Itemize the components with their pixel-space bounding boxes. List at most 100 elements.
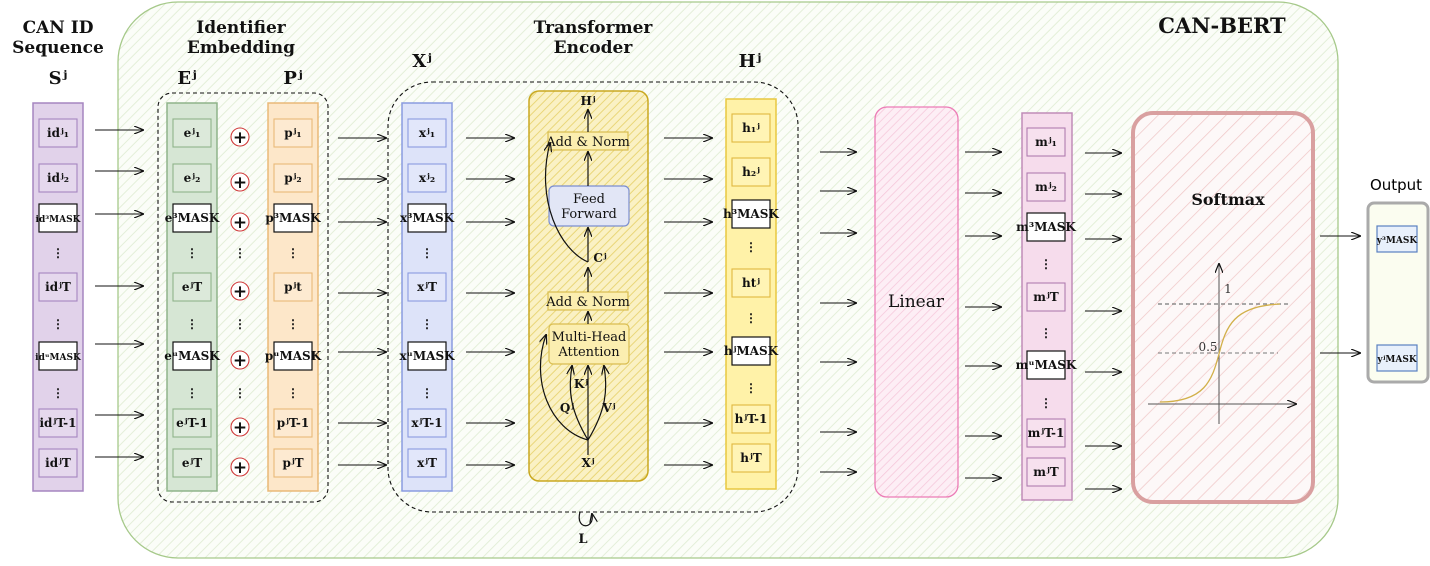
e-ellipsis: ⋮ xyxy=(186,317,198,331)
m-cell-label: mʲT xyxy=(1033,290,1058,304)
ids-cell-label: idʲT xyxy=(45,280,71,294)
h-cell-label: h₂ʲ xyxy=(742,165,760,179)
linear-block xyxy=(874,106,959,498)
ids-cell-label: idᵘMASK xyxy=(35,353,82,363)
ids-cell-label: idʲT xyxy=(45,456,71,470)
tick-half: 0.5 xyxy=(1198,340,1217,354)
arrows-layer xyxy=(95,130,1360,489)
h-ellipsis: ⋮ xyxy=(745,240,757,254)
e-cell-label: eʲT xyxy=(182,280,202,294)
x-cell-label: xᵘMASK xyxy=(399,349,455,363)
encoder-l: L xyxy=(578,532,587,547)
embedding-group xyxy=(157,92,329,503)
plus-icon xyxy=(230,350,250,370)
h-ellipsis: ⋮ xyxy=(745,311,757,325)
e-cell xyxy=(172,448,212,478)
encoder-k: Kʲ xyxy=(574,377,588,391)
m-cell-label: m³MASK xyxy=(1016,220,1076,234)
m-ellipsis: ⋮ xyxy=(1040,326,1052,340)
m-ellipsis: ⋮ xyxy=(1040,257,1052,271)
p-ellipsis: ⋮ xyxy=(287,317,299,331)
plus-icon xyxy=(230,212,250,232)
h-cell xyxy=(731,199,771,229)
h-cell xyxy=(731,336,771,366)
x-ellipsis: ⋮ xyxy=(421,386,433,400)
e-cell-label: eʲT xyxy=(182,456,202,470)
plus-icon xyxy=(230,417,250,437)
e-ellipsis: ⋮ xyxy=(186,386,198,400)
e-cell xyxy=(172,272,212,302)
encoder-h-out: Hʲ xyxy=(580,94,595,108)
ids-cell xyxy=(38,272,78,302)
softmax-title: Softmax xyxy=(1191,190,1265,209)
h-cell-label: hʲMASK xyxy=(724,344,779,358)
h-cell xyxy=(731,404,771,434)
plus-icon xyxy=(230,172,250,192)
h-ellipsis: ⋮ xyxy=(745,381,757,395)
x-cell xyxy=(407,163,447,193)
y-cell-label: y³MASK xyxy=(1376,236,1419,246)
ids-cell xyxy=(38,408,78,438)
x-cell xyxy=(407,408,447,438)
m-cell-label: mᵘMASK xyxy=(1016,358,1077,372)
plus-icon xyxy=(230,127,250,147)
plus-ellipsis: ⋮ xyxy=(234,246,246,260)
x-cell-label: xʲ₁ xyxy=(419,126,435,140)
m-cell-label: mʲ₂ xyxy=(1035,180,1057,194)
e-cell xyxy=(172,118,212,148)
e-ellipsis: ⋮ xyxy=(186,246,198,260)
id-column xyxy=(32,102,84,492)
symbol-e: Eʲ xyxy=(177,68,196,89)
x-cell xyxy=(407,118,447,148)
ids-cell xyxy=(38,448,78,478)
softmax-block xyxy=(1131,111,1315,504)
ids-cell xyxy=(38,341,78,371)
p-cell xyxy=(273,272,313,302)
m-cell xyxy=(1026,457,1066,487)
h-column xyxy=(725,98,777,490)
p-cell-label: p³MASK xyxy=(265,211,321,225)
p-cell-label: pʲ₂ xyxy=(284,171,301,185)
sigmoid-plot: 1 0.5 xyxy=(1148,264,1296,424)
p-ellipsis: ⋮ xyxy=(287,386,299,400)
p-cell-label: pʲ₁ xyxy=(284,126,301,140)
plus-label: + xyxy=(233,128,247,148)
x-cell xyxy=(407,341,447,371)
h-cell xyxy=(731,443,771,473)
plus-label: + xyxy=(233,418,247,438)
ids-cell-label: idʲ₂ xyxy=(47,171,69,185)
m-column xyxy=(1021,112,1073,501)
plus-label: + xyxy=(233,173,247,193)
x-cell-label: xʲT xyxy=(417,280,437,294)
x-ellipsis: ⋮ xyxy=(421,317,433,331)
h-cell-label: hʲT-1 xyxy=(735,412,768,426)
e-cell-label: eʲ₁ xyxy=(184,126,201,140)
m-cell xyxy=(1026,350,1066,380)
plus-label: + xyxy=(233,213,247,233)
e-column xyxy=(166,102,218,492)
e-cell-label: eʲ₂ xyxy=(184,171,201,185)
e-cell xyxy=(172,341,212,371)
p-cell xyxy=(273,448,313,478)
ids-ellipsis: ⋮ xyxy=(52,386,64,400)
ids-ellipsis: ⋮ xyxy=(52,317,64,331)
m-cell-label: mʲ₁ xyxy=(1035,135,1057,149)
m-cell xyxy=(1026,127,1066,157)
h-cell-label: h₁ʲ xyxy=(742,121,760,135)
p-cell-label: pʲT xyxy=(282,456,303,470)
y-cell xyxy=(1376,344,1418,372)
plus-label: + xyxy=(233,351,247,371)
x-cell-label: xʲT xyxy=(417,456,437,470)
x-cell xyxy=(407,272,447,302)
symbol-x: Xʲ xyxy=(412,51,432,72)
tick-one: 1 xyxy=(1224,282,1232,296)
symbol-h: Hʲ xyxy=(739,51,762,72)
x-column xyxy=(401,102,453,492)
m-cell-label: mʲT-1 xyxy=(1028,426,1065,440)
x-cell-label: x³MASK xyxy=(400,211,455,225)
